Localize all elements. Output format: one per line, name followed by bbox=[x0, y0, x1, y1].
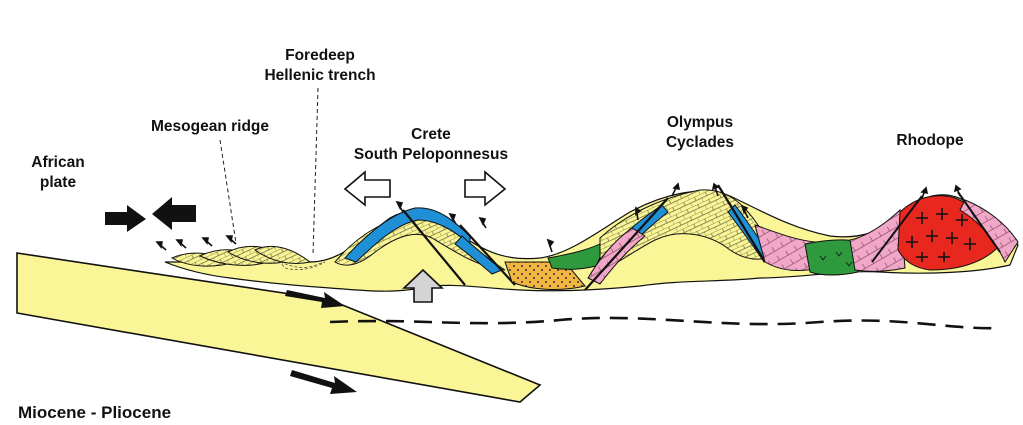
label-period-line1: Miocene - Pliocene bbox=[18, 403, 172, 422]
label-foredeep-line1: Foredeep bbox=[285, 47, 355, 64]
slab-slip-arrow-bottom bbox=[290, 370, 357, 394]
convergence-arrow-right bbox=[105, 205, 146, 232]
crete-thrusts bbox=[402, 209, 516, 286]
uplift-arrow bbox=[401, 268, 445, 303]
extension-arrow-left bbox=[343, 170, 391, 207]
mesogean-leader bbox=[219, 139, 237, 244]
dashed-boundary bbox=[329, 316, 1001, 330]
foredeep-leader bbox=[312, 87, 319, 256]
label-foredeep: Foredeep Hellenic trench bbox=[240, 46, 400, 86]
olympus-thrusts bbox=[584, 184, 766, 291]
label-foredeep-line2: Hellenic trench bbox=[264, 67, 376, 84]
label-rhodope-line1: Rhodope bbox=[896, 132, 964, 149]
label-olympus: Olympus Cyclades bbox=[640, 113, 760, 153]
label-olympus-line1: Olympus bbox=[666, 114, 734, 131]
accretionary-wedge bbox=[170, 246, 312, 267]
convergence-arrow-left bbox=[152, 197, 196, 230]
label-african-line2: plate bbox=[39, 174, 77, 191]
crete-blue-right bbox=[454, 235, 503, 275]
extension-arrow-right bbox=[464, 170, 507, 207]
label-crete: Crete South Peloponnesus bbox=[326, 125, 536, 165]
pink-unit-rhodope-west bbox=[849, 208, 906, 272]
label-olympus-line2: Cyclades bbox=[665, 134, 735, 151]
african-slab bbox=[16, 252, 542, 403]
label-crete-line2: South Peloponnesus bbox=[353, 146, 509, 163]
green-unit-east bbox=[804, 239, 861, 276]
rhodope-faults bbox=[871, 191, 1001, 263]
granite-crosses bbox=[906, 208, 976, 262]
label-african-line1: African bbox=[31, 154, 85, 171]
label-period: Miocene - Pliocene bbox=[18, 403, 258, 423]
label-african-plate: African plate bbox=[18, 153, 98, 193]
label-rhodope: Rhodope bbox=[880, 131, 980, 151]
trench-sediments bbox=[279, 261, 326, 270]
label-mesogean-line1: Mesogean ridge bbox=[151, 118, 269, 135]
label-mesogean-ridge: Mesogean ridge bbox=[120, 117, 300, 137]
small-thrust-arrows bbox=[155, 182, 962, 253]
slab-slip-arrow-top bbox=[285, 290, 345, 308]
green-v-marks bbox=[819, 251, 853, 267]
label-crete-line1: Crete bbox=[411, 126, 451, 143]
